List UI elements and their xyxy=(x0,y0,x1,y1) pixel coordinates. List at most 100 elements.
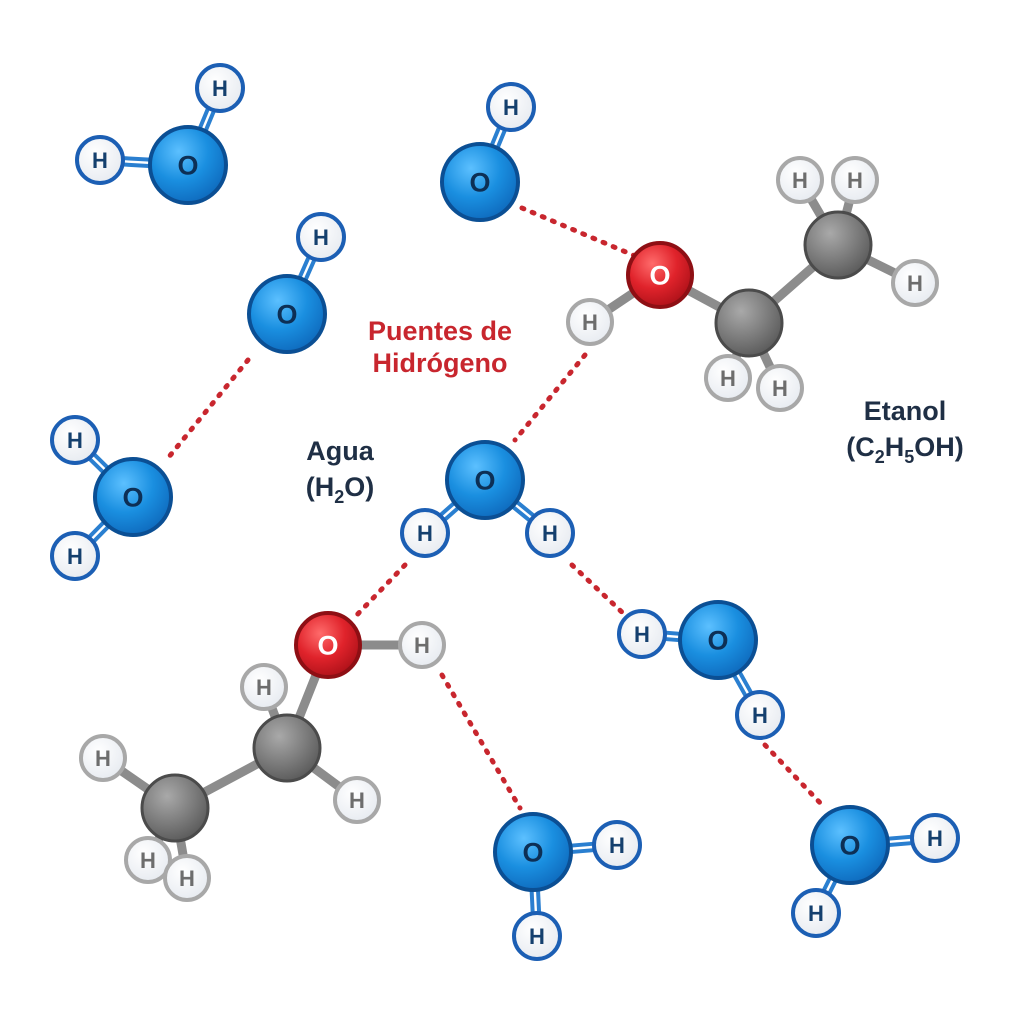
hbond-label-line1: Puentes de xyxy=(368,316,512,346)
hydrogen-atom: H xyxy=(75,135,125,185)
atom-symbol: H xyxy=(256,675,272,700)
hydrogen-atom: H xyxy=(400,508,450,558)
hydrogen-atom: H xyxy=(240,663,288,711)
atom-symbol: H xyxy=(67,544,83,569)
hydrogen-atom: H xyxy=(296,212,346,262)
atom-symbol: H xyxy=(417,521,433,546)
hbond-label-line2: Hidrógeno xyxy=(373,348,508,378)
atom-symbol: H xyxy=(179,866,195,891)
hydrogen-atom: H xyxy=(704,354,752,402)
atom-symbol: H xyxy=(92,148,108,173)
hydrogen-bond xyxy=(439,672,523,811)
atom-symbol: H xyxy=(927,826,943,851)
water-molecule-7: H H O xyxy=(493,812,642,961)
water-molecule-4: H H O xyxy=(50,415,173,581)
hydrogen-atom: H xyxy=(566,298,614,346)
hydrogen-atom: H xyxy=(50,531,100,581)
hydrogen-bond xyxy=(762,742,828,811)
oxygen-atom: O xyxy=(626,241,694,309)
atom-symbol: H xyxy=(349,788,365,813)
hydrogen-atom: H xyxy=(831,156,879,204)
atom-symbol: H xyxy=(414,633,430,658)
atom-symbol: O xyxy=(469,168,490,198)
oxygen-atom: O xyxy=(294,611,362,679)
atom-symbol: H xyxy=(808,901,824,926)
hydrogen-atom: H xyxy=(776,156,824,204)
hydrogen-atom: H xyxy=(50,415,100,465)
atom-symbol: H xyxy=(313,225,329,250)
atom-symbol: O xyxy=(707,626,728,656)
water-molecule-8: H H O xyxy=(791,805,960,938)
atom-symbol: H xyxy=(529,924,545,949)
oxygen-atom: O xyxy=(445,440,525,520)
atom-symbol: H xyxy=(67,428,83,453)
atom-symbol: O xyxy=(177,151,198,181)
hydrogen-atom: H xyxy=(398,621,446,669)
atom-symbol: H xyxy=(847,168,863,193)
atom-symbol: H xyxy=(772,376,788,401)
atom-symbol: H xyxy=(582,310,598,335)
atom-symbol: O xyxy=(522,838,543,868)
hydrogen-atom: H xyxy=(486,82,536,132)
atom-symbol: O xyxy=(122,483,143,513)
water-label: Agua xyxy=(306,436,374,466)
hydrogen-atom: H xyxy=(163,854,211,902)
oxygen-atom: O xyxy=(93,457,173,537)
ethanol-formula: (C2H5OH) xyxy=(846,432,964,467)
hydrogen-bonds xyxy=(165,205,828,811)
oxygen-atom: O xyxy=(493,812,573,892)
ethanol-molecule-1: H H H H H H O xyxy=(566,156,939,412)
atom-symbol: H xyxy=(140,848,156,873)
atom-symbol: O xyxy=(474,466,495,496)
hydrogen-bond xyxy=(349,562,408,623)
hydrogen-atom: H xyxy=(592,820,642,870)
atom-symbol: O xyxy=(276,300,297,330)
atom-symbol: H xyxy=(720,366,736,391)
atom-symbol: O xyxy=(649,261,670,291)
hydrogen-atom: H xyxy=(195,63,245,113)
atom-symbol: O xyxy=(317,631,338,661)
carbon-atom xyxy=(714,288,784,358)
hydrogen-atom: H xyxy=(79,734,127,782)
atom-symbol: H xyxy=(907,271,923,296)
hydrogen-atom: H xyxy=(617,609,667,659)
atom-symbol: H xyxy=(95,746,111,771)
hydrogen-atom: H xyxy=(525,508,575,558)
hydrogen-atom: H xyxy=(891,259,939,307)
oxygen-atom: O xyxy=(148,125,228,205)
oxygen-atom: O xyxy=(247,274,327,354)
hydrogen-bond xyxy=(512,352,588,443)
water-molecule-2: HO xyxy=(440,82,536,222)
atom-symbol: H xyxy=(542,521,558,546)
oxygen-atom: O xyxy=(810,805,890,885)
water-molecule-1: H H O xyxy=(75,63,245,205)
atom-symbol: H xyxy=(634,622,650,647)
water-formula: (H2O) xyxy=(306,472,375,507)
atom-symbol: H xyxy=(792,168,808,193)
hydrogen-bond xyxy=(165,357,251,461)
atom-symbol: H xyxy=(212,76,228,101)
atom-symbol: H xyxy=(503,95,519,120)
hydrogen-atom: H xyxy=(333,776,381,824)
hydrogen-atom: H xyxy=(756,364,804,412)
carbon-atom xyxy=(803,210,873,280)
carbon-atom xyxy=(252,713,322,783)
atom-symbol: H xyxy=(752,703,768,728)
oxygen-atom: O xyxy=(440,142,520,222)
water-molecule-6: H H O xyxy=(617,600,785,740)
hydrogen-atom: H xyxy=(512,911,562,961)
hydrogen-atom: H xyxy=(791,888,841,938)
labels: Puentes de Hidrógeno Agua (H2O) Etanol (… xyxy=(306,316,964,507)
atom-symbol: O xyxy=(839,831,860,861)
carbon-atom xyxy=(140,773,210,843)
atom-symbol: H xyxy=(609,833,625,858)
water-molecule-5: H H O xyxy=(400,440,575,558)
hydrogen-bond xyxy=(569,562,628,618)
oxygen-atom: O xyxy=(678,600,758,680)
ethanol-label: Etanol xyxy=(864,396,947,426)
hydrogen-atom: H xyxy=(735,690,785,740)
